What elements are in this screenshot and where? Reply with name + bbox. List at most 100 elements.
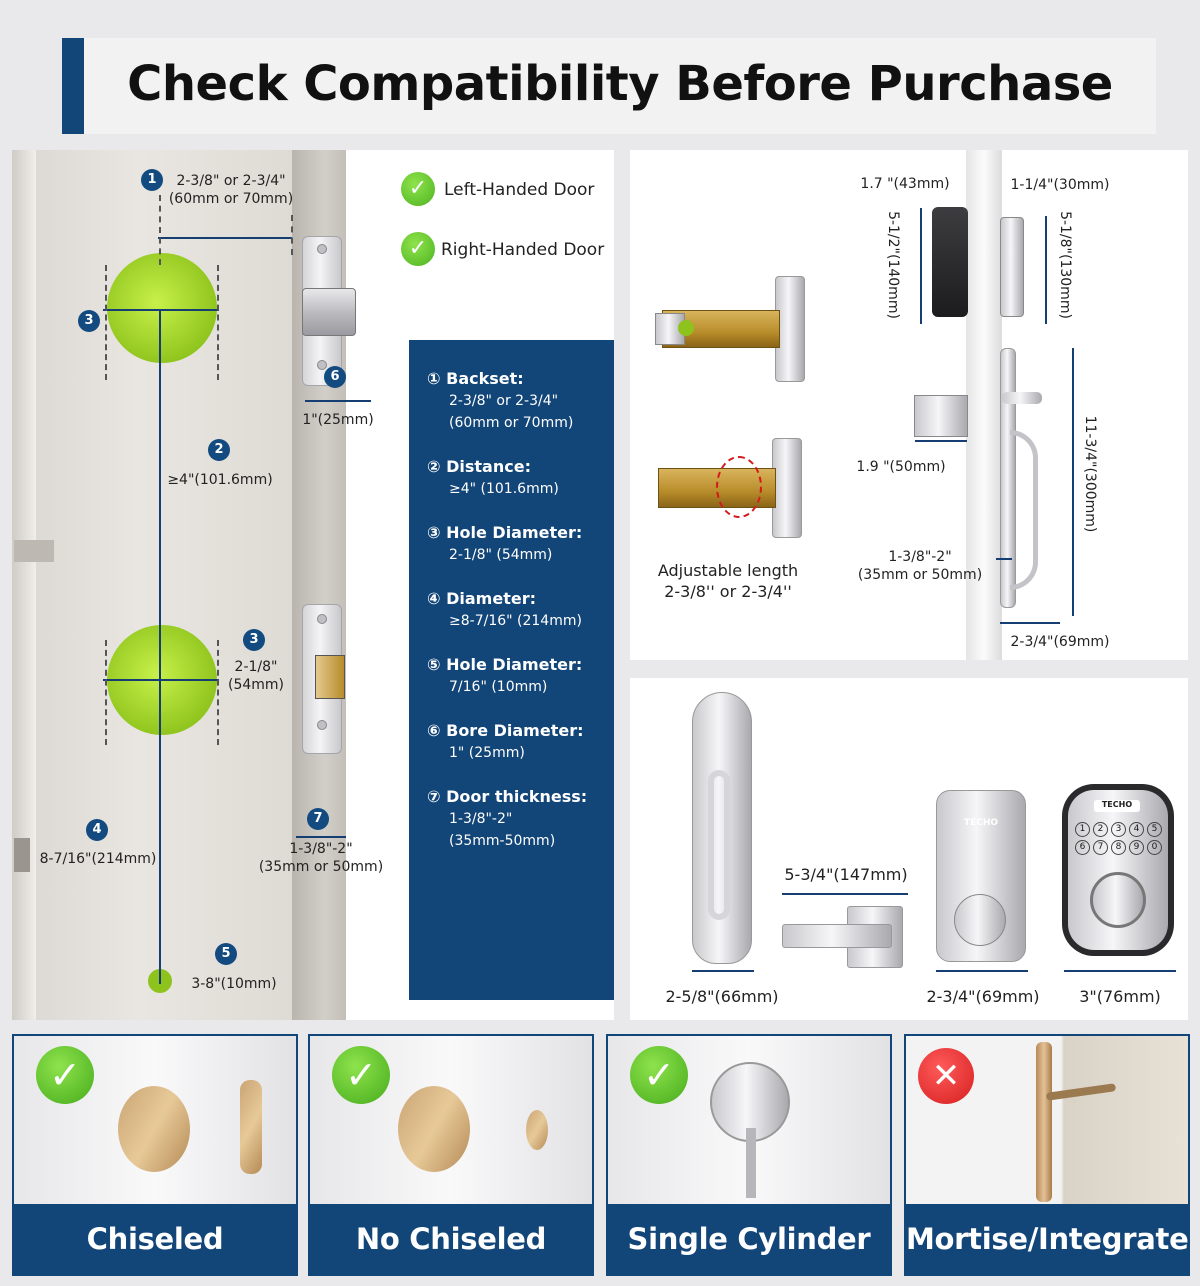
badge-3b: 3 bbox=[243, 629, 265, 651]
latch-end bbox=[655, 313, 685, 345]
card-label: No Chiseled bbox=[310, 1204, 592, 1274]
handle-grip bbox=[708, 770, 730, 920]
thumb-turn bbox=[954, 894, 1006, 946]
side-dim-4: 5-1/8"(130mm) bbox=[1057, 211, 1073, 319]
spec-item: ③ Hole Diameter: 2-1/8" (54mm) bbox=[427, 523, 583, 563]
lever-length-label: 5-3/4"(147mm) bbox=[784, 865, 908, 884]
keypad-width-label: 3"(76mm) bbox=[1079, 987, 1161, 1006]
keypad-key[interactable]: 3 bbox=[1111, 822, 1126, 837]
backset-tick bbox=[291, 215, 293, 255]
bore-line bbox=[305, 400, 371, 402]
check-icon: ✓ bbox=[401, 232, 435, 266]
handle-latch bbox=[914, 395, 968, 437]
card-label: Chiseled bbox=[14, 1204, 296, 1274]
card-label: Single Cylinder bbox=[608, 1204, 890, 1274]
spec-item: ⑦ Door thickness: 1-3/8"-2" (35mm-50mm) bbox=[427, 787, 588, 849]
key-cylinder bbox=[1090, 872, 1146, 928]
dim-line bbox=[996, 558, 1012, 560]
page-title: Check Compatibility Before Purchase bbox=[127, 56, 1113, 112]
dim-line bbox=[920, 208, 922, 324]
cross-icon: ✕ bbox=[918, 1048, 974, 1104]
keypad-key[interactable]: 2 bbox=[1093, 822, 1108, 837]
keypad-key[interactable]: 0 bbox=[1147, 840, 1162, 855]
check-icon: ✓ bbox=[630, 1046, 688, 1104]
hole-tick bbox=[217, 640, 219, 745]
handle-width-label: 2-5/8"(66mm) bbox=[665, 987, 779, 1006]
hole-tick bbox=[105, 640, 107, 745]
keypad: 1 2 3 4 5 6 7 8 9 0 bbox=[1075, 822, 1165, 855]
left-handed-label: Left-Handed Door bbox=[444, 180, 595, 200]
card-mortise: ✕ Mortise/Integrated bbox=[904, 1034, 1190, 1276]
door-side bbox=[966, 150, 1002, 660]
dim-line bbox=[936, 970, 1028, 972]
backset-label: 2-3/8" or 2-3/4" (60mm or 70mm) bbox=[168, 173, 294, 207]
side-dim-3: 5-1/2"(140mm) bbox=[885, 211, 901, 319]
screw bbox=[317, 614, 327, 624]
badge-7: 7 bbox=[307, 808, 329, 830]
hole-tick bbox=[217, 265, 219, 380]
key bbox=[746, 1128, 756, 1198]
spec-item: ⑤ Hole Diameter: 7/16" (10mm) bbox=[427, 655, 583, 695]
keypad-key[interactable]: 4 bbox=[1129, 822, 1144, 837]
side-view-panel bbox=[630, 150, 1188, 660]
backset-line bbox=[158, 237, 292, 239]
keypad-brand: TECHO bbox=[1094, 800, 1140, 812]
bore-hole bbox=[118, 1086, 190, 1172]
hole-line-1 bbox=[103, 309, 219, 311]
keypad-key[interactable]: 7 bbox=[1093, 840, 1108, 855]
molding-notch bbox=[14, 838, 30, 872]
side-dim-7: 1-3/8"-2" (35mm or 50mm) bbox=[857, 549, 983, 583]
screw bbox=[317, 360, 327, 370]
badge-5: 5 bbox=[215, 943, 237, 965]
spec-list: ① Backset: 2-3/8" or 2-3/4" (60mm or 70m… bbox=[409, 340, 614, 1000]
side-dim-1: 1.7 "(43mm) bbox=[860, 176, 950, 192]
side-dim-6: 1.9 "(50mm) bbox=[856, 459, 946, 475]
backset-tick bbox=[159, 195, 161, 265]
badge-6: 6 bbox=[324, 366, 346, 388]
keypad-key[interactable]: 6 bbox=[1075, 840, 1090, 855]
keypad-key[interactable]: 5 bbox=[1147, 822, 1162, 837]
mortise-plate bbox=[1036, 1042, 1052, 1202]
chiseled-latch-hole bbox=[240, 1080, 262, 1174]
latch-bolt bbox=[302, 288, 356, 336]
brand-logo: TECHO bbox=[963, 818, 999, 828]
spec-item: ① Backset: 2-3/8" or 2-3/4" (60mm or 70m… bbox=[427, 369, 574, 431]
dim-line bbox=[782, 893, 908, 895]
thickness-line bbox=[296, 836, 346, 838]
dim-line bbox=[1000, 622, 1060, 624]
screw bbox=[317, 720, 327, 730]
dim-line bbox=[1072, 348, 1074, 616]
badge-4: 4 bbox=[86, 819, 108, 841]
title-banner: Check Compatibility Before Purchase bbox=[62, 38, 1156, 134]
check-icon: ✓ bbox=[36, 1046, 94, 1104]
side-dim-8: 2-3/4"(69mm) bbox=[1010, 634, 1110, 650]
spec-item: ② Distance: ≥4" (101.6mm) bbox=[427, 457, 559, 497]
handle-grip bbox=[1010, 430, 1038, 590]
badge-1: 1 bbox=[141, 169, 163, 191]
bore-label: 1"(25mm) bbox=[302, 412, 374, 428]
dim-line bbox=[915, 440, 967, 442]
card-single-cylinder: ✓ Single Cylinder bbox=[606, 1034, 892, 1276]
keypad-key[interactable]: 9 bbox=[1129, 840, 1144, 855]
hole-line-2 bbox=[103, 679, 219, 681]
molding-notch bbox=[14, 540, 54, 562]
dim-line bbox=[1045, 216, 1047, 324]
right-handed-label: Right-Handed Door bbox=[441, 240, 605, 260]
bore-hole bbox=[398, 1086, 470, 1172]
handle-thumb bbox=[1002, 392, 1042, 404]
card-chiseled: ✓ Chiseled bbox=[12, 1034, 298, 1276]
latch-hole bbox=[526, 1110, 548, 1150]
keypad-side bbox=[1000, 217, 1024, 317]
check-icon: ✓ bbox=[401, 172, 435, 206]
card-label: Mortise/Integrated bbox=[906, 1204, 1188, 1274]
spec-item: ④ Diameter: ≥8-7/16" (214mm) bbox=[427, 589, 582, 629]
distance-label: ≥4"(101.6mm) bbox=[167, 472, 273, 488]
hole-label: 2-1/8" (54mm) bbox=[227, 659, 284, 693]
strike-opening bbox=[315, 655, 345, 699]
rotate-arrow-icon bbox=[716, 456, 762, 518]
small-hole-label: 3-8"(10mm) bbox=[191, 976, 277, 992]
side-dim-2: 1-1/4"(30mm) bbox=[1010, 177, 1110, 193]
keypad-key[interactable]: 8 bbox=[1111, 840, 1126, 855]
keypad-key[interactable]: 1 bbox=[1075, 822, 1090, 837]
handle-plate bbox=[1000, 348, 1016, 608]
